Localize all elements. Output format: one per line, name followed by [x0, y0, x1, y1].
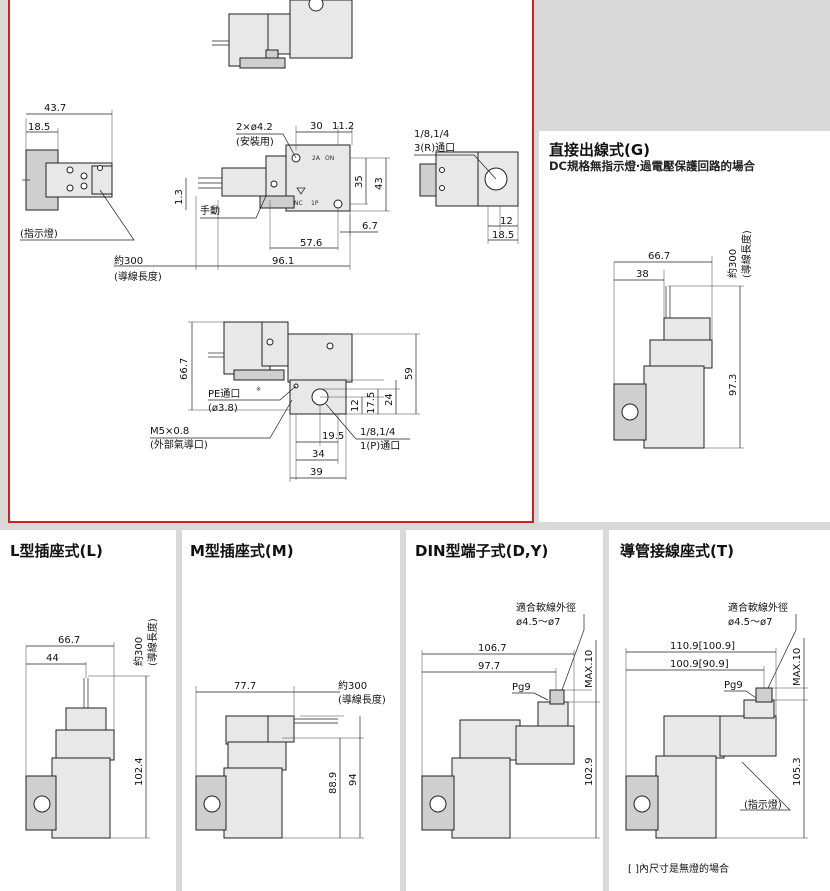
- t-max-10: MAX.10: [792, 648, 803, 686]
- dim-35: 35: [354, 175, 365, 188]
- dim-96-1: 96.1: [272, 256, 294, 267]
- lead-length-main: 約300: [114, 254, 143, 267]
- dim-19-5: 19.5: [322, 431, 344, 442]
- din-dim-97-7: 97.7: [478, 661, 500, 672]
- din-cable-size: ø4.5～ø7: [516, 617, 561, 628]
- din-dim-106-7: 106.7: [478, 643, 507, 654]
- dim-24: 24: [384, 393, 395, 406]
- m5-label: M5×0.8: [150, 426, 189, 437]
- dim-12-port: 12: [500, 216, 513, 227]
- dim-57-6: 57.6: [300, 238, 322, 249]
- m-title: M型插座式(M): [190, 542, 294, 560]
- t-dim-110-9: 110.9[100.9]: [670, 641, 735, 652]
- mark-on: ON: [325, 155, 334, 162]
- t-note: [ ]內尺寸是無燈的場合: [628, 862, 729, 875]
- t-pg9: Pg9: [724, 680, 743, 691]
- dim-12-bottom: 12: [350, 399, 361, 412]
- dim-59: 59: [404, 367, 415, 380]
- dim-1-3: 1.3: [174, 189, 185, 205]
- din-dim-102-9: 102.9: [584, 757, 595, 786]
- dim-18-5-port: 18.5: [492, 230, 514, 241]
- mounting-hole-sub: (安裝用): [236, 135, 274, 148]
- mounting-hole-label: 2×ø4.2: [236, 122, 273, 133]
- g-drawing: 66.7 38 約300 (導線長度) 97.3: [613, 230, 753, 449]
- mark-nc: NC: [294, 200, 303, 207]
- dim-6-7: 6.7: [362, 221, 378, 232]
- g-subtitle: DC規格無指示燈‧過電壓保護回路的場合: [549, 159, 755, 173]
- din-max-10: MAX.10: [584, 650, 595, 688]
- port-p-size: 1/8,1/4: [360, 427, 395, 438]
- dim-18-5-side: 18.5: [28, 122, 50, 133]
- m-dim-77-7: 77.7: [234, 681, 256, 692]
- dim-34: 34: [312, 449, 325, 460]
- t-dim-105-3: 105.3: [792, 757, 803, 786]
- l-title: L型插座式(L): [10, 542, 103, 560]
- g-dim-97-3: 97.3: [728, 374, 739, 396]
- g-dim-66-7: 66.7: [648, 251, 670, 262]
- m5-sub: (外部氣導口): [150, 438, 208, 451]
- l-dim-44: 44: [46, 653, 59, 664]
- lead-length-main-sub: (導線長度): [114, 270, 162, 283]
- l-lead-length-sub: (導線長度): [146, 618, 159, 666]
- m-dim-94: 94: [348, 773, 359, 786]
- bottom-view-drawing: 66.7 PE通口 ※ (ø3.8) 59 12 17.5 24 M5×0.8 …: [150, 321, 420, 482]
- m-lead-length: 約300: [338, 679, 367, 692]
- dim-11-2: 11.2: [332, 121, 354, 132]
- dim-43-7: 43.7: [44, 103, 66, 114]
- dim-39: 39: [310, 467, 323, 478]
- mark-1p: 1P: [311, 200, 319, 207]
- indicator-label-side: (指示燈): [20, 227, 58, 240]
- pe-port-size: (ø3.8): [208, 403, 238, 414]
- port-r-size: 1/8,1/4: [414, 129, 449, 140]
- top-valve-drawing: [212, 0, 353, 69]
- port-r-label: 3(R)通口: [414, 142, 455, 154]
- port-p-label: 1(P)通口: [360, 440, 400, 452]
- port-view-drawing: 1/8,1/4 3(R)通口 12 18.5: [414, 129, 519, 244]
- dim-17-5: 17.5: [366, 392, 377, 414]
- g-title: 直接出線式(G): [549, 141, 651, 159]
- g-lead-length: 約300: [726, 249, 739, 278]
- dim-43: 43: [374, 177, 385, 190]
- g-dim-38: 38: [636, 269, 649, 280]
- l-dim-102-4: 102.4: [134, 757, 145, 786]
- dim-66-7-main: 66.7: [179, 358, 190, 380]
- din-pg9: Pg9: [512, 682, 531, 693]
- l-drawing: 66.7 44 約300 (導線長度) 102.4: [25, 618, 159, 839]
- t-indicator-label: (指示燈): [744, 798, 782, 811]
- t-panel: [609, 530, 830, 891]
- manual-label: 手動: [200, 204, 220, 217]
- dim-30: 30: [310, 121, 323, 132]
- m-lead-length-sub: (導線長度): [338, 693, 386, 706]
- t-cable-label: 適合軟線外徑: [728, 601, 788, 614]
- t-title: 導管接線座式(T): [620, 542, 734, 560]
- m-dim-88-9: 88.9: [328, 772, 339, 794]
- l-dim-66-7: 66.7: [58, 635, 80, 646]
- t-drawing: 適合軟線外徑 ø4.5～ø7 110.9[100.9] 100.9[90.9] …: [625, 601, 808, 875]
- din-title: DIN型端子式(D,Y): [415, 542, 549, 560]
- front-view-drawing: 2A ON NC 1P 2×ø4.2 (安裝用) 30 11.2 35 43 1…: [114, 121, 390, 283]
- side-view-drawing: 43.7 18.5 (指示燈): [20, 103, 135, 241]
- pe-port-label: PE通口: [208, 388, 240, 400]
- m-panel: [182, 530, 400, 891]
- l-lead-length: 約300: [132, 637, 145, 666]
- pe-port-note-mark: ※: [256, 386, 261, 393]
- m-drawing: 77.7 約300 (導線長度) 88.9 94: [195, 679, 386, 839]
- mark-2a: 2A: [312, 155, 321, 162]
- g-lead-length-sub: (導線長度): [740, 230, 753, 278]
- t-cable-size: ø4.5～ø7: [728, 617, 773, 628]
- t-dim-100-9: 100.9[90.9]: [670, 659, 729, 670]
- din-drawing: 適合軟線外徑 ø4.5～ø7 106.7 97.7 Pg9 MAX.10 102…: [421, 601, 600, 839]
- din-cable-label: 適合軟線外徑: [516, 601, 576, 614]
